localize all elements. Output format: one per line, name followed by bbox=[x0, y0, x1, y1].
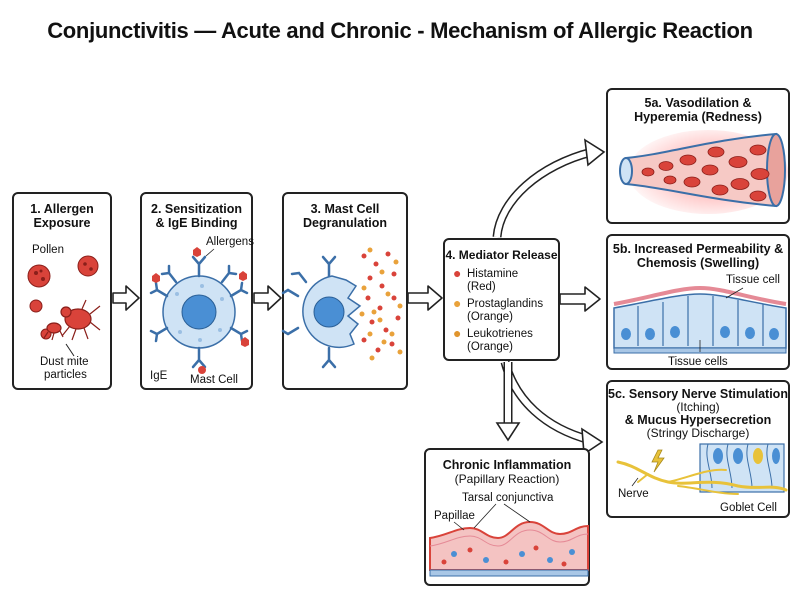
panel-vasodilation: 5a. Vasodilation & Hyperemia (Redness) bbox=[606, 88, 790, 224]
panel-mediator-release: 4. Mediator Release ● Histamine (Red) ● … bbox=[443, 238, 560, 361]
arrow-4-to-chronic bbox=[495, 362, 521, 442]
nerve-fiber-icon bbox=[616, 460, 788, 495]
panel-nerve-mucus: 5c. Sensory Nerve Stimulation (Itching) … bbox=[606, 380, 790, 518]
panel-3-title-line2: Degranulation bbox=[302, 216, 388, 230]
nerve-goblet-illustration bbox=[616, 443, 788, 495]
arrow-2-to-3 bbox=[253, 285, 282, 311]
panel-chronic-inflammation: Chronic Inflammation (Papillary Reaction… bbox=[424, 448, 590, 586]
panel-5c-title-line2: & Mucus Hypersecretion bbox=[624, 413, 772, 427]
allergens-label: Allergens bbox=[206, 236, 254, 248]
dust-mite-label-line2: particles bbox=[44, 369, 87, 381]
panel-1-title-line2: Exposure bbox=[33, 216, 91, 230]
dust-mite-icon bbox=[43, 299, 101, 357]
panel-4-title: 4. Mediator Release bbox=[445, 248, 558, 262]
panel-3-title-line1: 3. Mast Cell bbox=[310, 202, 380, 216]
arrow-1-to-2 bbox=[112, 285, 140, 311]
arrow-4-to-5c bbox=[500, 360, 604, 456]
degranulation-illustration bbox=[281, 247, 403, 369]
ige-antibody-icon bbox=[149, 255, 249, 369]
panel-5c-subtitle2: (Stringy Discharge) bbox=[646, 426, 750, 440]
panel-5b-title-line2: Chemosis (Swelling) bbox=[636, 256, 760, 270]
mediator-leukotrienes-line1: Leukotrienes bbox=[467, 328, 533, 340]
lightning-icon bbox=[651, 449, 665, 473]
mast-cell-label: Mast Cell bbox=[190, 374, 238, 386]
panel-2-title-line1: 2. Sensitization bbox=[151, 202, 242, 216]
mast-cell-with-ige-illustration bbox=[149, 247, 249, 374]
panel-sensitization: 2. Sensitization & IgE Binding Allergens… bbox=[140, 192, 254, 390]
panel-permeability: 5b. Increased Permeability & Chemosis (S… bbox=[606, 234, 790, 370]
goblet-cell-label: Goblet Cell bbox=[720, 502, 777, 514]
dust-mite-label-line1: Dust mite bbox=[40, 356, 89, 368]
panel-5a-title-line1: 5a. Vasodilation & bbox=[644, 96, 752, 110]
arrow-3-to-4 bbox=[407, 285, 443, 311]
mediator-histamine-line1: Histamine bbox=[467, 268, 519, 280]
papillae-label: Papillae bbox=[434, 510, 475, 522]
nerve-label: Nerve bbox=[618, 488, 649, 500]
tissue-cell-label: Tissue cell bbox=[726, 274, 780, 286]
pollen-icon bbox=[27, 255, 99, 340]
panel-5b-title-line1: 5b. Increased Permeability & bbox=[612, 242, 784, 256]
panel-2-title-line2: & IgE Binding bbox=[155, 216, 238, 230]
arrow-4-to-5a bbox=[492, 138, 606, 238]
allergen-illustration bbox=[27, 255, 101, 357]
swollen-tissue-illustration bbox=[613, 285, 787, 354]
goblet-cell-icon bbox=[699, 443, 785, 493]
allergen-molecule-icon bbox=[152, 247, 249, 374]
leukotrienes-dot-icon: ● bbox=[453, 325, 462, 341]
chronic-title: Chronic Inflammation bbox=[442, 458, 572, 472]
panel-1-title-line1: 1. Allergen bbox=[30, 202, 94, 216]
panel-5a-title-line2: Hyperemia (Redness) bbox=[634, 110, 762, 124]
page-title: Conjunctivitis — Acute and Chronic - Mec… bbox=[47, 18, 753, 43]
panel-allergen-exposure: 1. Allergen Exposure Pollen Dust mite pa… bbox=[12, 192, 112, 390]
tarsal-conjunctiva-label: Tarsal conjunctiva bbox=[462, 492, 554, 504]
mediator-prostaglandins-line2: (Orange) bbox=[467, 311, 514, 323]
pollen-label: Pollen bbox=[32, 244, 64, 256]
ige-label: IgE bbox=[150, 370, 168, 382]
panel-5c-title-line1: 5c. Sensory Nerve Stimulation bbox=[608, 387, 788, 401]
panel-degranulation: 3. Mast Cell Degranulation bbox=[281, 192, 408, 390]
tissue-cells-label: Tissue cells bbox=[668, 356, 728, 368]
prostaglandins-dot-icon: ● bbox=[453, 295, 462, 311]
panel-5c-subtitle1: (Itching) bbox=[676, 400, 720, 414]
mediator-leukotrienes-line2: (Orange) bbox=[467, 341, 514, 353]
mediator-histamine-line2: (Red) bbox=[467, 281, 496, 293]
dilated-vessel-illustration bbox=[619, 130, 788, 214]
papillary-reaction-illustration bbox=[429, 503, 589, 577]
histamine-dot-icon: ● bbox=[453, 265, 462, 281]
chronic-subtitle: (Papillary Reaction) bbox=[454, 472, 560, 486]
arrow-4-to-5b bbox=[559, 286, 601, 312]
mediator-prostaglandins-line1: Prostaglandins bbox=[467, 298, 544, 310]
